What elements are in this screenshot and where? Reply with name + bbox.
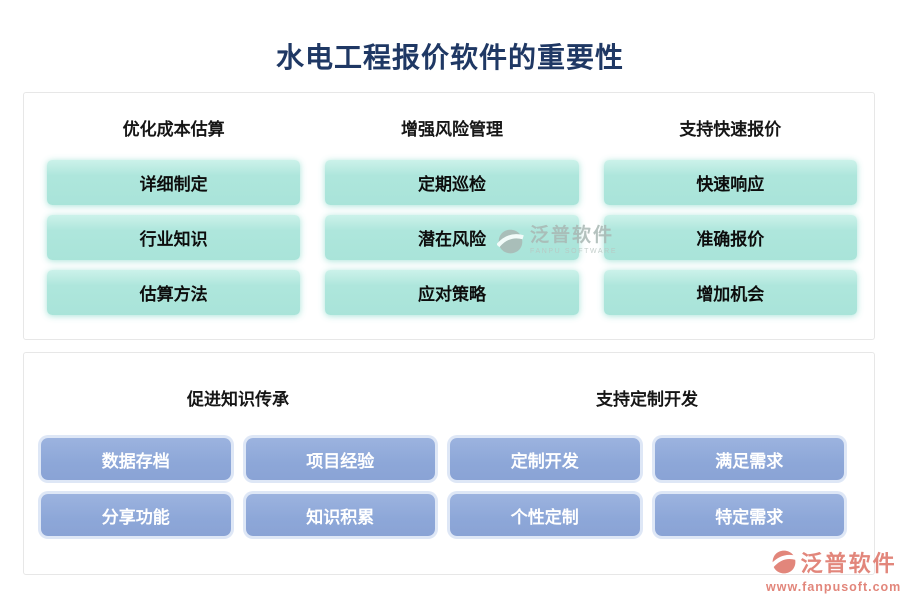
- feature-pill: 准确报价: [603, 215, 857, 260]
- feature-pill: 定制开发: [450, 438, 640, 480]
- top-panel-columns: 优化成本估算 详细制定 行业知识 估算方法 增强风险管理 定期巡检 潜在风险 应…: [24, 93, 874, 325]
- bottom-panel: 促进知识传承 数据存档 项目经验 分享功能 知识积累 支持定制开发 定制开发 满…: [23, 352, 875, 575]
- bottom-panel-sections: 促进知识传承 数据存档 项目经验 分享功能 知识积累 支持定制开发 定制开发 满…: [24, 353, 874, 536]
- column-header: 增强风险管理: [400, 120, 503, 139]
- feature-pill: 特定需求: [654, 494, 844, 536]
- top-panel: 优化成本估算 详细制定 行业知识 估算方法 增强风险管理 定期巡检 潜在风险 应…: [23, 92, 875, 340]
- column-header: 支持快速报价: [679, 120, 782, 139]
- feature-pill: 增加机会: [603, 270, 857, 315]
- section-grid: 数据存档 项目经验 分享功能 知识积累: [41, 438, 435, 536]
- feature-pill: 应对策略: [325, 270, 579, 315]
- section-grid: 定制开发 满足需求 个性定制 特定需求: [450, 438, 844, 536]
- section-header: 促进知识传承: [187, 390, 289, 409]
- feature-pill: 分享功能: [41, 494, 231, 536]
- column-cost-estimation: 优化成本估算 详细制定 行业知识 估算方法: [47, 105, 301, 325]
- feature-pill: 快速响应: [603, 160, 857, 205]
- feature-pill: 行业知识: [47, 215, 301, 260]
- section-knowledge-inheritance: 促进知识传承 数据存档 项目经验 分享功能 知识积累: [41, 363, 435, 536]
- feature-pill: 满足需求: [654, 438, 844, 480]
- feature-pill: 定期巡检: [325, 160, 579, 205]
- feature-pill: 详细制定: [47, 160, 301, 205]
- watermark-url: www.fanpusoft.com: [766, 580, 900, 594]
- column-risk-management: 增强风险管理 定期巡检 潜在风险 应对策略: [325, 105, 579, 325]
- feature-pill: 项目经验: [245, 438, 435, 480]
- feature-pill: 数据存档: [41, 438, 231, 480]
- feature-pill: 估算方法: [47, 270, 301, 315]
- feature-pill: 个性定制: [450, 494, 640, 536]
- column-header: 优化成本估算: [122, 120, 225, 139]
- page-title: 水电工程报价软件的重要性: [275, 42, 624, 73]
- column-quick-quote: 支持快速报价 快速响应 准确报价 增加机会: [603, 105, 857, 325]
- feature-pill: 知识积累: [245, 494, 435, 536]
- feature-pill: 潜在风险: [325, 215, 579, 260]
- section-custom-development: 支持定制开发 定制开发 满足需求 个性定制 特定需求: [450, 363, 844, 536]
- section-header: 支持定制开发: [596, 390, 698, 409]
